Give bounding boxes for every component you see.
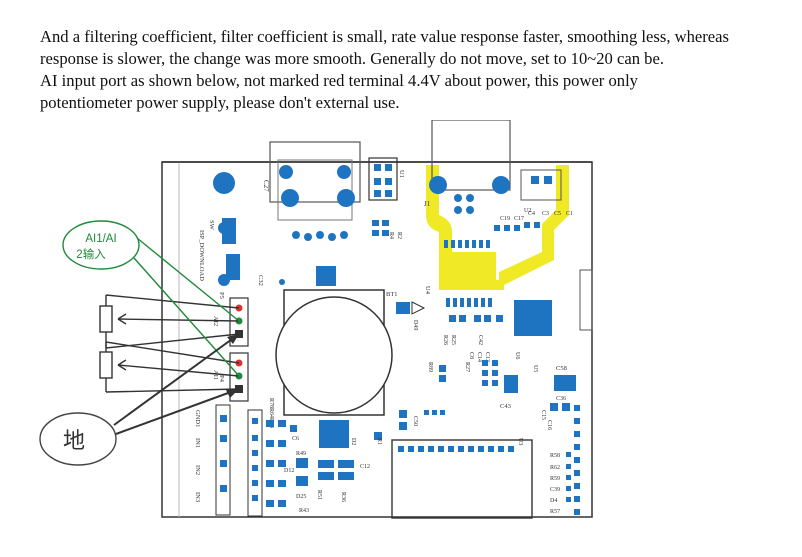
label-d25: D25 bbox=[296, 494, 306, 500]
label-c15: C15 bbox=[540, 410, 546, 420]
usb-connector-right: J1 bbox=[424, 120, 511, 214]
module-u3: U3 bbox=[391, 438, 533, 519]
label-c43: C43 bbox=[500, 403, 511, 410]
label-u4: U4 bbox=[424, 286, 431, 295]
label-c19: C19 bbox=[500, 216, 510, 222]
callout-ground: 地 bbox=[63, 428, 85, 453]
label-in1: IN1 bbox=[194, 438, 201, 448]
label-u2: U2 bbox=[524, 208, 531, 214]
label-in3: IN3 bbox=[194, 492, 201, 502]
label-r36: R36 bbox=[340, 492, 346, 502]
callout-ai-line1: AI1/AI bbox=[85, 233, 116, 245]
label-d8: C6 bbox=[292, 436, 299, 442]
label-c36: C36 bbox=[556, 396, 566, 402]
right-edge-components: C36 C15 C16 R58 R62 R59 C39 D4 R57 U5 bbox=[532, 269, 593, 515]
label-r1: R1 bbox=[376, 438, 382, 445]
label-r4: R4 bbox=[388, 232, 394, 239]
label-bt1: BT1 bbox=[386, 291, 398, 298]
label-gnd1: GND1 bbox=[194, 410, 201, 427]
label-c42: C42 bbox=[477, 335, 483, 345]
label-r49: R49 bbox=[296, 451, 306, 457]
label-r62: R62 bbox=[550, 465, 560, 471]
label-r59: R59 bbox=[550, 476, 560, 482]
callout-ai-line2: 2输入 bbox=[76, 247, 106, 261]
label-c13: C13 bbox=[484, 352, 490, 362]
label-c17: C17 bbox=[514, 216, 524, 222]
label-d4: D4 bbox=[550, 498, 557, 504]
label-d2: D2 bbox=[350, 438, 356, 445]
pcb-illustration: C27 J1 U1 R4 R2 SW ISP_DOWNLOAD bbox=[39, 120, 593, 519]
yellow-trace bbox=[426, 165, 569, 290]
usb-connector-left: C27 bbox=[262, 141, 361, 286]
label-r26: R26 bbox=[442, 335, 448, 345]
label-c58: C58 bbox=[556, 365, 567, 372]
ai-input-callout: AI1/AI 2输入 bbox=[62, 220, 240, 377]
ic-row-top: C19 C17 C4 C3 C5 C1 U2 bbox=[444, 169, 573, 284]
label-r58: R58 bbox=[550, 453, 560, 459]
label-j1: J1 bbox=[424, 200, 431, 208]
label-r27: R27 bbox=[464, 362, 470, 372]
battery-bt1: BT1 D49 bbox=[275, 289, 426, 448]
label-u3: U3 bbox=[517, 438, 523, 445]
label-p5: P5 bbox=[218, 292, 225, 299]
label-c4: C4 bbox=[528, 211, 535, 217]
label-c3: C3 bbox=[542, 211, 549, 217]
input-terminal-strip: GND1 IN1 IN2 IN3 R78R64R44 bbox=[194, 398, 274, 517]
label-isp: ISP_DOWNLOAD bbox=[198, 230, 205, 281]
label-c27: C27 bbox=[262, 180, 270, 192]
ground-callout: 地 bbox=[39, 333, 240, 466]
paragraph-line-2: response is slower, the change was more … bbox=[40, 49, 664, 68]
paragraph-line-1: And a filtering coefficient, filter coef… bbox=[40, 27, 729, 46]
label-sw: SW bbox=[208, 220, 215, 231]
paragraph: And a filtering coefficient, filter coef… bbox=[40, 26, 795, 114]
label-r43: R43 bbox=[299, 508, 309, 514]
label-ai1: AI1 bbox=[212, 370, 219, 380]
label-c39: C39 bbox=[550, 487, 560, 493]
label-c32: C32 bbox=[257, 275, 264, 286]
u4-area: U4 R26 R25 C42 C8 C14 C13 R27 R89 U6 C43 bbox=[424, 286, 576, 410]
label-c1: C1 bbox=[566, 211, 573, 217]
label-c8: C8 bbox=[468, 352, 474, 359]
label-r51: R51 bbox=[316, 490, 322, 500]
label-c14: C14 bbox=[476, 352, 482, 362]
label-r78: R78R64R44 bbox=[268, 398, 274, 428]
label-r2: R2 bbox=[396, 232, 402, 239]
header-u1: U1 R4 R2 bbox=[368, 157, 405, 239]
label-d49: D49 bbox=[412, 320, 418, 330]
label-r89: R89 bbox=[427, 362, 433, 372]
paragraph-line-4: potentiometer power supply, please don't… bbox=[40, 93, 400, 112]
label-c50: C50 bbox=[412, 416, 418, 426]
label-u5: U5 bbox=[532, 365, 538, 372]
label-c12: C12 bbox=[360, 464, 370, 470]
label-c16: C16 bbox=[546, 420, 552, 430]
label-d12: D12 bbox=[284, 468, 294, 474]
label-in2: IN2 bbox=[194, 465, 201, 475]
isp-area: SW ISP_DOWNLOAD C32 bbox=[198, 172, 285, 286]
label-r25: R25 bbox=[450, 335, 456, 345]
paragraph-line-3: AI input port as shown below, not marked… bbox=[40, 71, 638, 90]
bottom-components: C6 R49 D12 D25 R43 C12 R36 R51 R1 D2 C50 bbox=[266, 410, 445, 514]
pcb-figure: C27 J1 U1 R4 R2 SW ISP_DOWNLOAD bbox=[34, 120, 594, 520]
label-r57: R57 bbox=[550, 509, 560, 515]
label-u6: U6 bbox=[514, 352, 520, 359]
label-u1: U1 bbox=[398, 170, 405, 178]
potentiometer-bottom bbox=[99, 341, 240, 393]
label-c5: C5 bbox=[554, 211, 561, 217]
label-p4: P4 bbox=[218, 375, 225, 383]
